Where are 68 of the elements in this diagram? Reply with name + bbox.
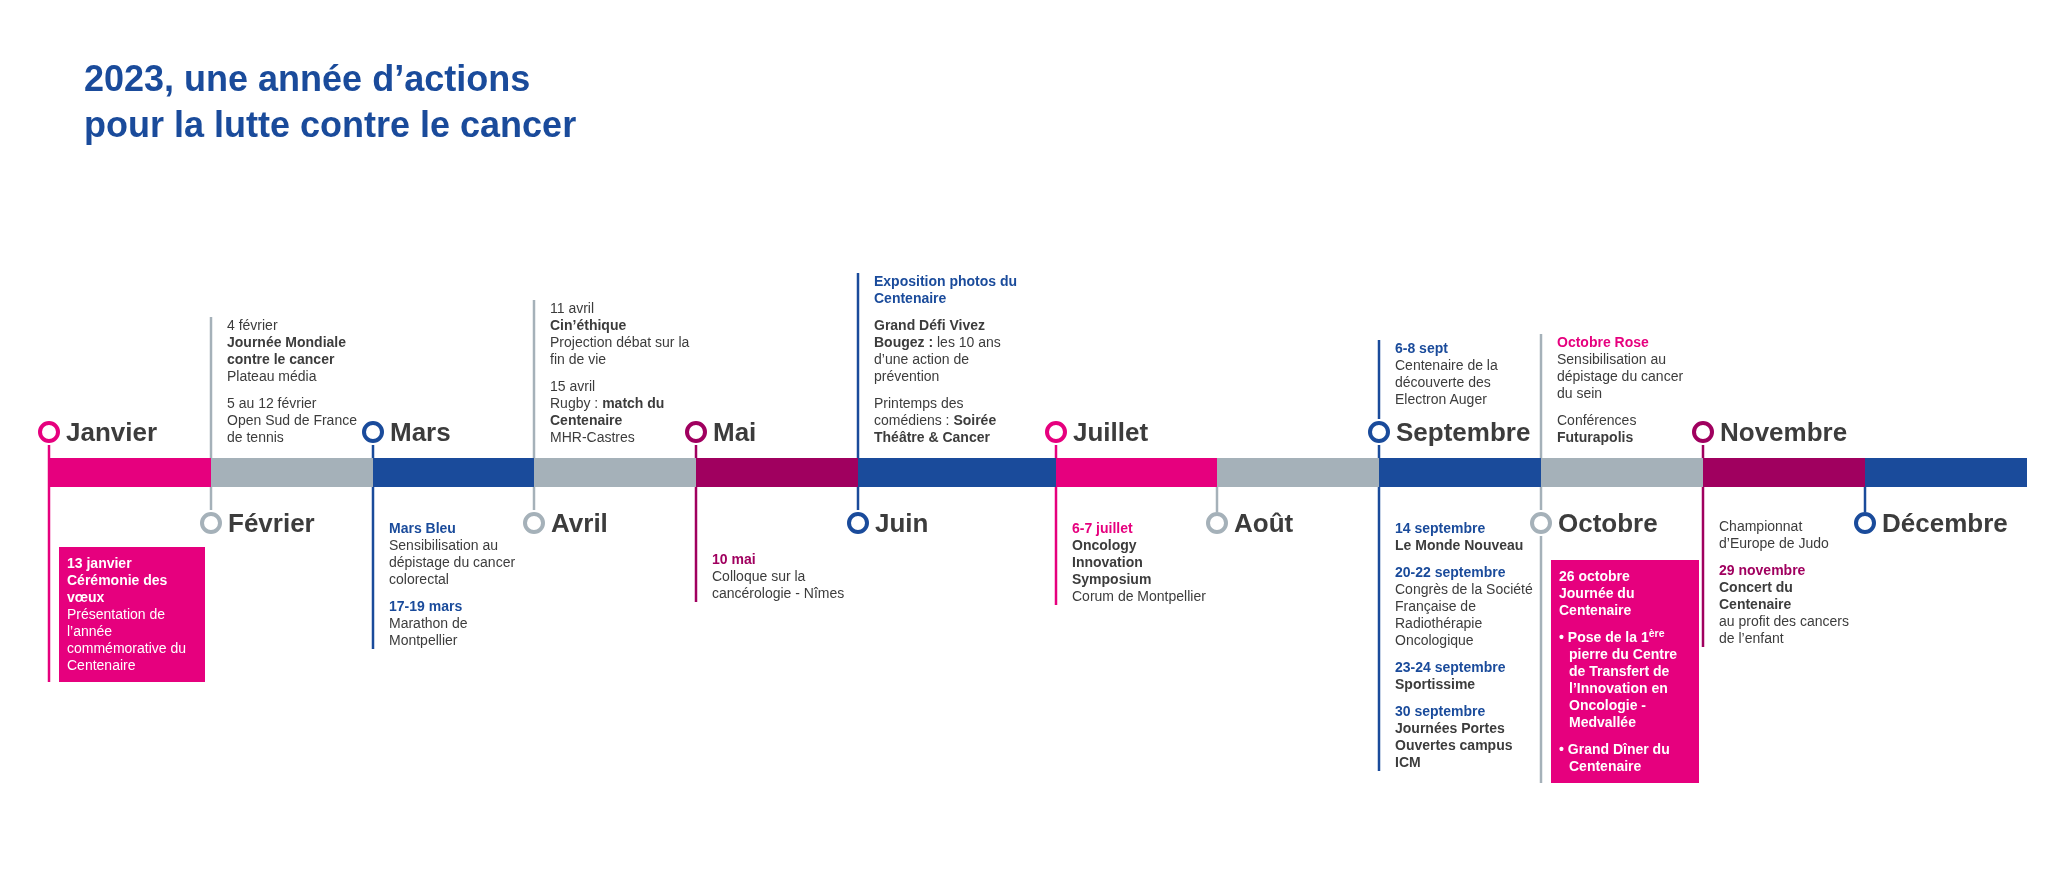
event-date: Mars Bleu — [389, 520, 457, 537]
event-date: 10 mai — [712, 551, 757, 568]
event-card — [1551, 560, 1699, 783]
event-description: Corum de Montpellier — [1072, 588, 1207, 605]
event-title: Cin’éthique — [550, 317, 628, 334]
connector-line — [1539, 536, 1543, 783]
event-description: Colloque sur la cancérologie - Nîmes — [712, 568, 846, 602]
event-description: 11 avril — [550, 300, 596, 317]
event-description: au profit des cancers de l’enfant — [1719, 613, 1850, 647]
month-label: Juillet — [1073, 419, 1149, 445]
event-date: 30 septembre — [1395, 703, 1487, 720]
month-label: Février — [228, 510, 315, 536]
event-description: 5 au 12 février — [227, 395, 318, 412]
event-description: Sensibilisation au dépistage du cancer colorectal — [389, 537, 517, 588]
event-description: Grand Défi Vivez Bougez : les 10 ans d’une action de prévention — [874, 317, 1002, 385]
month-label: Mars — [390, 419, 451, 445]
event-description: 4 février — [227, 317, 279, 334]
connector-line — [1377, 445, 1381, 771]
event-date: Exposition photos du Centenaire — [874, 273, 1019, 307]
event-date: Octobre Rose — [1557, 334, 1650, 351]
month-label: Janvier — [66, 419, 158, 445]
event-description: Open Sud de France de tennis — [227, 412, 358, 446]
month-label: Mai — [713, 419, 757, 445]
event-title: Futurapolis — [1557, 429, 1635, 446]
event-title: Journées Portes Ouvertes campus ICM — [1395, 720, 1514, 771]
event-description: MHR-Castres — [550, 429, 636, 446]
title: 2023, une année d’actions pour la lutte contre le cancer — [84, 57, 578, 147]
event-date: 29 novembre — [1719, 562, 1807, 579]
event-description: Printemps des comédiens : Soirée Théâtre & Cancer — [874, 395, 998, 446]
event-title: Cérémonie des vœux — [67, 572, 169, 606]
event-date: 23-24 septembre — [1395, 659, 1507, 676]
event-title: Sportissime — [1395, 676, 1477, 693]
event-description: Plateau média — [227, 368, 318, 385]
event-title: Le Monde Nouveau — [1395, 537, 1525, 554]
event-description: Centenaire de la découverte des Electron Auger — [1395, 357, 1499, 408]
list-item: • Grand Dîner du Centenaire — [1559, 741, 1671, 775]
event-description: Sensibilisation au dépistage du cancer du sein — [1557, 351, 1685, 402]
event-card — [59, 547, 205, 682]
month-label: Décembre — [1882, 510, 2008, 536]
event-date: 13 janvier — [67, 555, 133, 572]
month-label: Octobre — [1558, 510, 1658, 536]
event-description: Congrès de la Société Française de Radiothérapie Oncologique — [1395, 581, 1534, 649]
event-description: Conférences — [1557, 412, 1638, 429]
event-description: 15 avril — [550, 378, 597, 395]
month-label: Juin — [875, 510, 929, 536]
month-label: Novembre — [1720, 419, 1848, 445]
connector-line — [856, 273, 860, 510]
month-label: Août — [1234, 510, 1294, 536]
event-date: 26 octobre — [1559, 568, 1631, 585]
event-description: Présentation de l’année commémorative du Centenaire — [67, 606, 188, 674]
event-description: Marathon de Montpellier — [389, 615, 469, 649]
event-date: 14 septembre — [1395, 520, 1487, 537]
connector-line — [371, 445, 375, 649]
event-date: 20-22 septembre — [1395, 564, 1507, 581]
month-label: Septembre — [1396, 419, 1531, 445]
event-description: Rugby : match du Centenaire — [550, 395, 666, 429]
connector-line — [47, 445, 51, 682]
event-title: Oncology Innovation Symposium — [1072, 537, 1153, 588]
month-label: Avril — [551, 510, 608, 536]
event-date: Journée du Centenaire — [1559, 585, 1636, 619]
event-description: Projection débat sur la fin de vie — [550, 334, 691, 368]
event-date: 6-7 juillet — [1072, 520, 1134, 537]
event-description: Championnat d’Europe de Judo — [1719, 518, 1830, 552]
list-item: • Pose de la 1$^{ère}$ pierre du Centre de Transfert de l’Innovation en Oncologie - Medvallée — [1559, 629, 1679, 731]
event-date: 17-19 mars — [389, 598, 464, 615]
connector-line — [1377, 340, 1381, 419]
event-date: 6-8 sept — [1395, 340, 1449, 357]
event-title: Journée Mondiale contre le cancer — [227, 334, 348, 368]
